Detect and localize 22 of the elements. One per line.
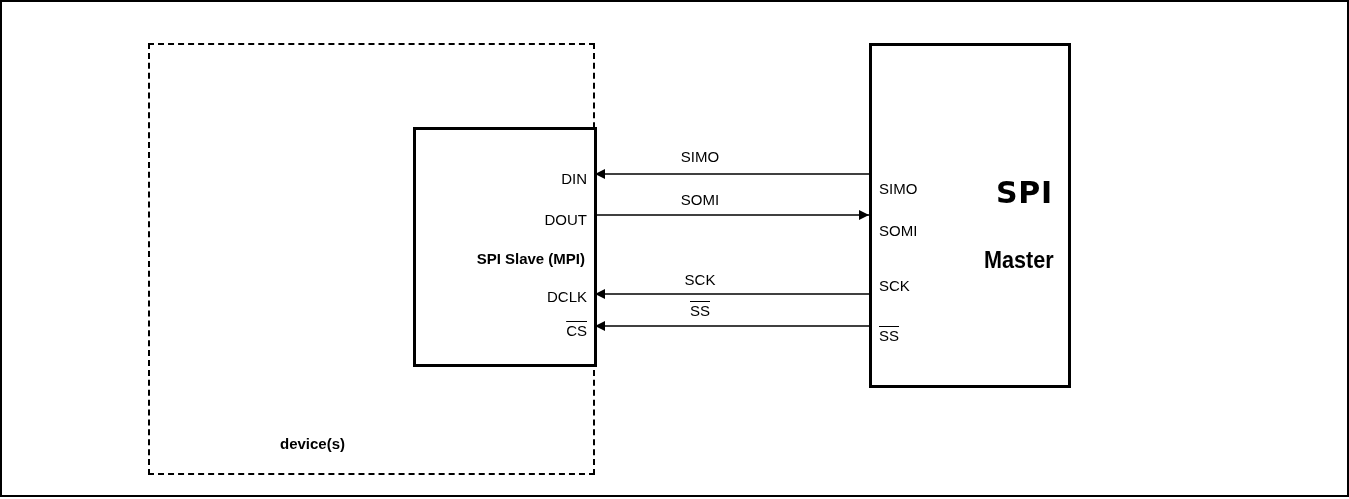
block-title: SPI Slave (MPI) [476, 249, 585, 269]
slave-block [413, 127, 597, 367]
device-label: device(s) [280, 434, 346, 454]
pin-label: DOUT [544, 211, 597, 229]
pin-label: SS [869, 327, 899, 345]
pin-label: DIN [561, 170, 597, 188]
signal-arrow [594, 210, 870, 220]
pin-label: SCK [869, 277, 910, 295]
edge-label: SS [688, 303, 712, 319]
edge-label: SIMO [678, 149, 722, 165]
pin-label: CS [566, 322, 597, 340]
device-boundary [148, 43, 595, 475]
master-block [869, 43, 1071, 388]
block-title: Master [984, 248, 1054, 272]
signal-arrow [594, 321, 870, 331]
signal-arrow [594, 169, 870, 179]
signal-arrow [594, 289, 870, 299]
pin-label: DCLK [547, 288, 597, 306]
block-title: SPI [996, 178, 1053, 208]
pin-label: SIMO [869, 180, 918, 198]
pin-label: SOMI [869, 222, 918, 240]
edge-label: SCK [682, 272, 718, 288]
